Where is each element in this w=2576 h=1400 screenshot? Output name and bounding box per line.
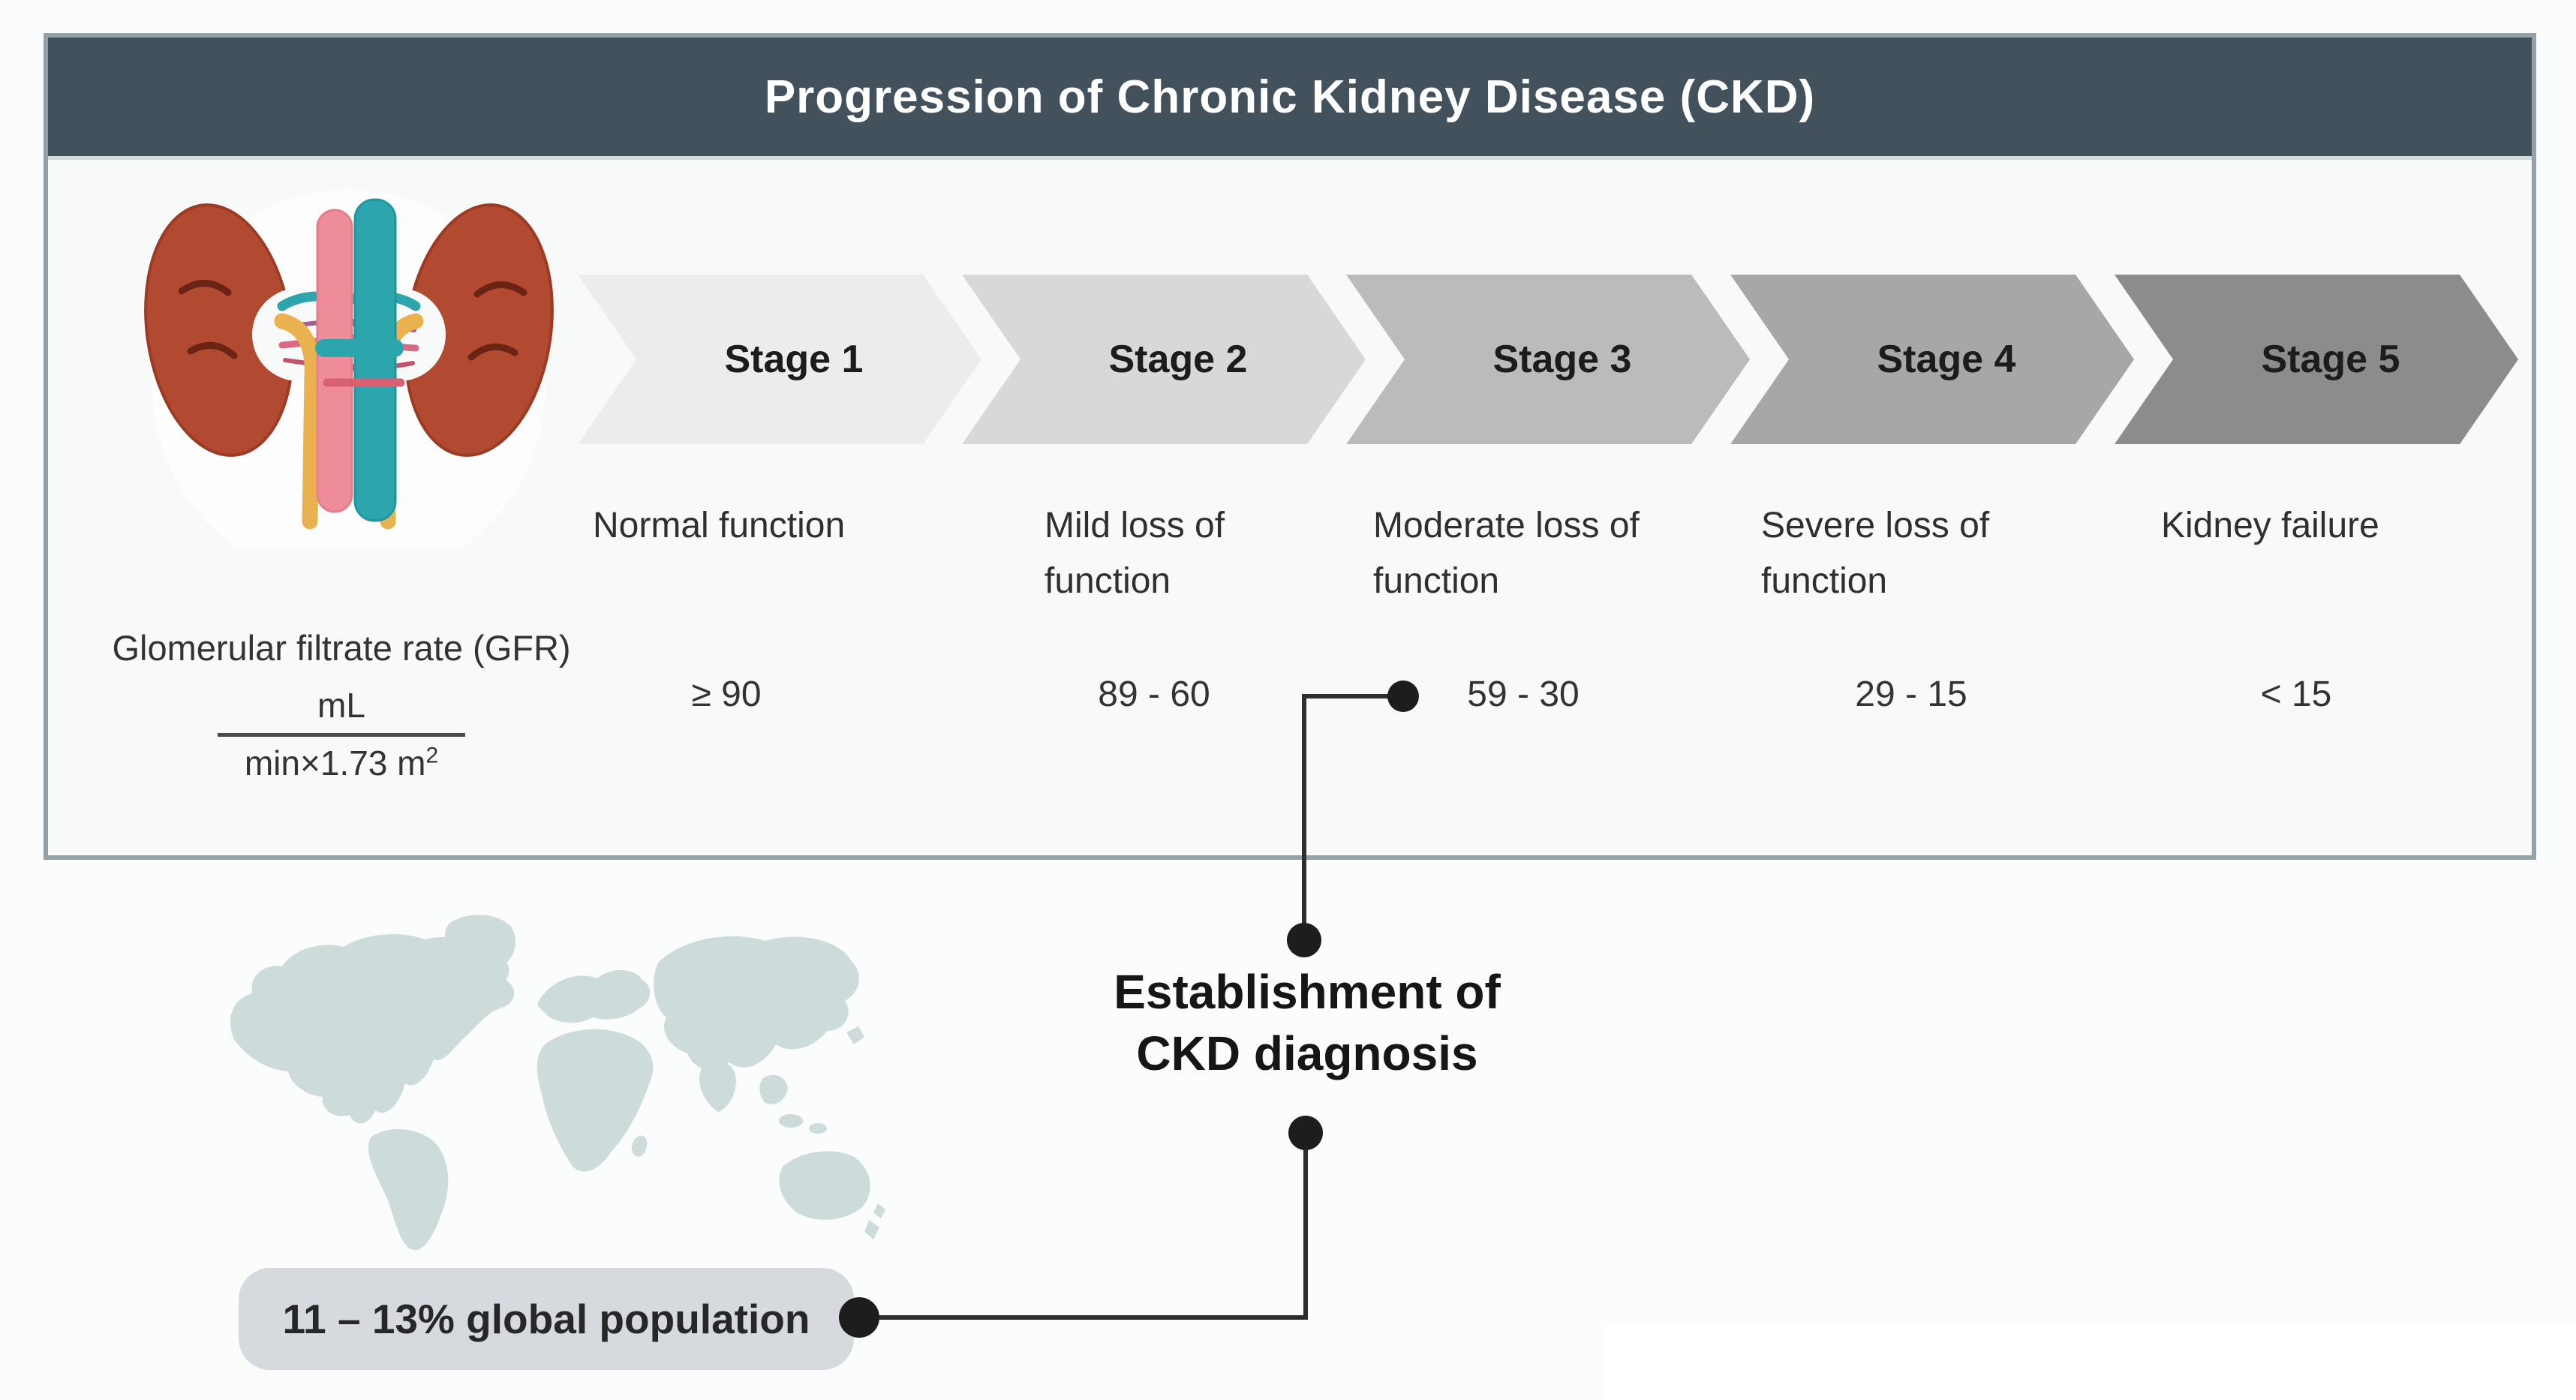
population-badge-text: 11 – 13% global population	[282, 1296, 810, 1342]
map-japan	[846, 1026, 864, 1044]
gfr-label: Glomerular filtrate rate (GFR)	[112, 628, 571, 668]
background-patch	[1606, 1325, 2576, 1400]
stage-label: Stage 3	[1492, 338, 1632, 381]
stage-gfr-value: < 15	[2260, 674, 2332, 714]
map-australia	[779, 1151, 870, 1220]
kidney-marks	[178, 280, 528, 361]
stage-chevron-3: Stage 3	[1346, 275, 1750, 444]
stage-label: Stage 5	[2261, 338, 2400, 381]
gfr-fraction-denominator: min×1.73 m2	[244, 743, 439, 783]
population-badge: 11 – 13% global population	[239, 1268, 854, 1370]
stage-gfr-value: 59 - 30	[1467, 674, 1580, 714]
aorta	[316, 209, 353, 513]
map-europe	[537, 969, 651, 1023]
gfr-fraction-numerator: mL	[317, 686, 365, 725]
stage-description: Kidney failure	[2161, 506, 2379, 545]
world-map	[230, 915, 885, 1251]
stage-gfr-value: ≥ 90	[691, 674, 762, 714]
gfr-unit-label: Glomerular filtrate rate (GFR) mL min×1.…	[71, 627, 612, 783]
diagnosis-line1: Establishment of	[1114, 965, 1501, 1019]
kidneys-illustration	[144, 190, 554, 548]
map-south-america	[368, 1128, 449, 1251]
dot-below-diagnosis	[1288, 1116, 1323, 1150]
map-madagascar	[631, 1135, 648, 1157]
stage-gfr-value: 29 - 15	[1855, 674, 1967, 714]
page-title: Progression of Chronic Kidney Disease (C…	[764, 71, 1816, 123]
diagnosis-line2: CKD diagnosis	[1136, 1026, 1478, 1080]
stage-description: Severe loss of function	[1761, 506, 1990, 602]
stage-description: Moderate loss of function	[1373, 506, 1640, 602]
stage-description: Mild loss of function	[1045, 506, 1225, 602]
stage-chevron-5: Stage 5	[2115, 275, 2518, 444]
stage-chevron-1: Stage 1	[578, 275, 981, 444]
map-new-zealand	[864, 1220, 879, 1239]
stage-gfr-value: 89 - 60	[1098, 674, 1210, 714]
header-bar: Progression of Chronic Kidney Disease (C…	[48, 38, 2532, 156]
connector-diagnosis-to-badge	[859, 1133, 1308, 1320]
stage-chevron-4: Stage 4	[1730, 275, 2134, 444]
stage-chevron-2: Stage 2	[962, 275, 1366, 444]
stage-label: Stage 1	[724, 338, 864, 381]
map-se-asia	[759, 1074, 788, 1104]
map-north-america	[230, 934, 515, 1124]
stage-label: Stage 2	[1108, 338, 1248, 381]
map-greenland	[445, 915, 516, 973]
stage-label: Stage 4	[1877, 338, 2016, 381]
vena-cava	[353, 198, 397, 522]
gfr-fraction-bar	[218, 733, 465, 737]
map-asia	[654, 936, 859, 1070]
map-india	[699, 1060, 736, 1112]
stage-description: Normal function	[593, 506, 846, 545]
map-africa	[537, 1029, 654, 1172]
diagnosis-label: Establishment of CKD diagnosis	[1114, 962, 1501, 1085]
dot-above-diagnosis	[1287, 923, 1321, 957]
